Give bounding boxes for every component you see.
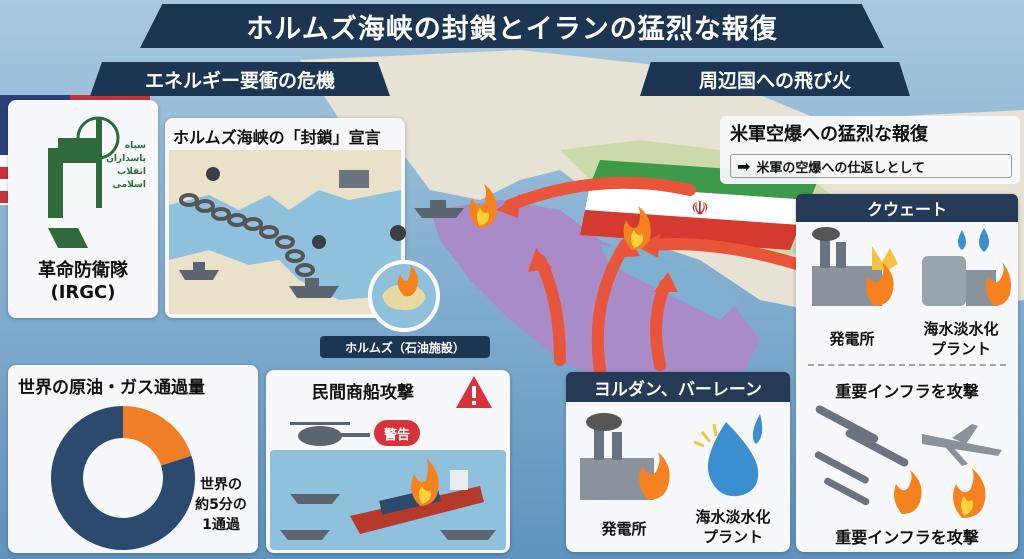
naval-mine-icon <box>206 167 326 249</box>
ship-attack-panel: 民間商船攻撃 警告 <box>266 370 510 553</box>
kuwait-title: クウェート <box>796 194 1018 222</box>
ship-attack-scene <box>270 422 506 550</box>
warship-icon <box>414 200 464 218</box>
kuwait-power-plant-label: 発電所 <box>829 330 875 348</box>
hormuz-callout-label: ホルムズ（石油施設） <box>320 336 490 358</box>
retaliation-title: 米軍空爆への猛烈な報復 <box>730 124 928 145</box>
donut-label: 世界の 約5分の 1通過 <box>186 475 256 535</box>
donut-label-line3: 1通過 <box>202 517 240 533</box>
retaliation-subtitle-box: ➡ 米軍の空爆への仕返しとして <box>730 154 1012 178</box>
fire-icon <box>397 264 418 297</box>
jb-desal-label-2: プラント <box>702 528 763 546</box>
missile-strike-scene <box>814 405 1002 518</box>
jb-power-plant-label: 発電所 <box>601 520 647 538</box>
attack-arrows <box>504 176 806 376</box>
right-section-heading: 周辺国への飛び火 <box>640 62 910 96</box>
fire-icon <box>411 458 439 506</box>
oil-gas-panel: 世界の原油・ガス通過量 世界の 約5分の 1通過 <box>8 365 258 553</box>
warning-badge: 警告 <box>374 420 420 446</box>
main-title: ホルムズ海峡の封鎖とイランの猛烈な報復 <box>140 4 884 48</box>
fire-icon <box>639 452 670 500</box>
kuwait-desal-label-2: プラント <box>930 340 991 358</box>
fire-icon <box>866 262 894 306</box>
jordan-bahrain-title: ヨルダン、バーレーン <box>566 372 790 402</box>
donut-label-line2: 約5分の <box>195 497 247 513</box>
irgc-label-name: 革命防衛隊 <box>38 260 128 281</box>
kuwait-panel: クウェート 発電所 海水淡水化 プラント 重要インフラを攻撃 <box>796 194 1018 552</box>
irgc-panel: سپاه پاسداران انقلاب اسلامی 革命防衛隊 (IRGC) <box>8 100 158 318</box>
blockade-panel: ホルムズ海峡の「封鎖」宣言 <box>165 118 405 318</box>
donut-chart <box>51 406 195 550</box>
chain-icon <box>179 193 315 277</box>
warning-icon <box>456 376 492 408</box>
desalination-plant-icon <box>922 228 1011 306</box>
blockade-title: ホルムズ海峡の「封鎖」宣言 <box>173 128 381 147</box>
emblem-text-3: انقلاب <box>117 167 146 177</box>
fire-icon <box>894 470 922 514</box>
power-plant-icon <box>812 227 898 306</box>
fire-icon <box>469 184 497 228</box>
donut-label-line1: 世界の <box>200 477 242 493</box>
hormuz-island-callout <box>368 260 440 332</box>
water-drop-icon <box>979 228 989 252</box>
arrow-right-icon: ➡ <box>737 156 751 176</box>
kuwait-infra-label-top: 重要インフラを攻撃 <box>835 382 979 401</box>
missile-icon <box>814 405 909 506</box>
irgc-emblem-icon <box>48 116 120 248</box>
arabia-region <box>430 200 760 400</box>
warship-icon <box>179 262 339 298</box>
irgc-label-abbrev: (IRGC) <box>50 282 116 303</box>
jet-icon <box>922 424 1002 466</box>
blockade-map <box>169 150 401 314</box>
iran-flag-icon: ☫ <box>580 160 820 250</box>
jb-desal-label-1: 海水淡水化 <box>695 508 771 526</box>
jordan-bahrain-panel: ヨルダン、バーレーン 発電所 海水淡水化 プラント <box>566 372 790 552</box>
water-drop-icon <box>958 230 966 250</box>
retaliation-subtitle: 米軍の空爆への仕返しとして <box>756 160 926 176</box>
water-drop-icon <box>693 414 763 497</box>
fire-icon <box>623 206 651 250</box>
emblem-text-2: پاسداران <box>106 154 146 164</box>
ship-attack-title: 民間商船攻撃 <box>312 383 414 403</box>
oil-gas-title: 世界の原油・ガス通過量 <box>18 378 205 398</box>
divider <box>808 364 1006 366</box>
kuwait-infra-label-bottom: 重要インフラを攻撃 <box>835 528 979 547</box>
naval-mine-icon <box>390 225 406 241</box>
emblem-text-1: سپاه <box>124 141 146 151</box>
left-section-heading: エネルギー要衝の危機 <box>90 62 390 96</box>
kuwait-desal-label-1: 海水淡水化 <box>923 320 999 338</box>
retaliation-panel: 米軍空爆への猛烈な報復 ➡ 米軍の空爆への仕返しとして <box>720 116 1020 184</box>
radar-station-icon <box>339 170 369 188</box>
warship-icon <box>280 494 496 540</box>
helicopter-icon <box>290 422 370 446</box>
donut-slice-0 <box>122 406 192 467</box>
power-plant-icon <box>580 413 670 500</box>
svg-text:☫: ☫ <box>691 196 709 220</box>
fire-icon <box>986 262 1011 306</box>
emblem-text-4: اسلامی <box>112 180 146 190</box>
donut-slice-1 <box>51 406 195 550</box>
